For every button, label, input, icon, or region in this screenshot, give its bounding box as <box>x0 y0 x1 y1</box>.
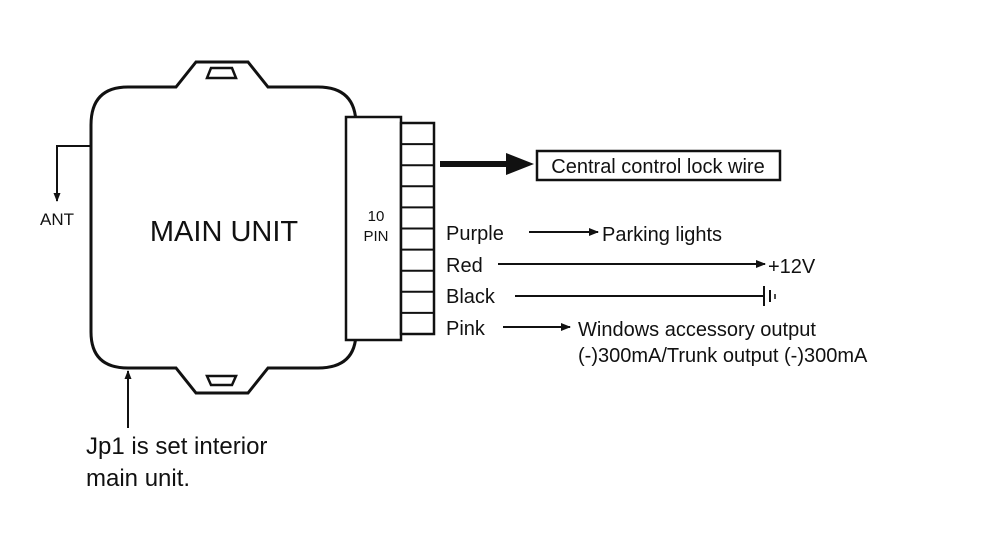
top-mount-slot <box>205 66 238 80</box>
connector-pin-dividers <box>401 143 434 314</box>
antenna-wire <box>53 145 91 202</box>
bottom-mount-slot <box>205 374 238 387</box>
lock-wire-arrow-head <box>506 153 534 175</box>
wire-pink-label: Pink <box>446 318 486 340</box>
ground-icon <box>763 286 776 306</box>
pin-count-label: 10 <box>368 208 385 225</box>
wire-pink-destination-line1: Windows accessory output <box>578 319 816 341</box>
pin-label: PIN <box>363 228 388 245</box>
wire-purple-label: Purple <box>446 223 504 245</box>
wire-black-label: Black <box>446 286 496 308</box>
jumper-note-line1: Jp1 is set interior <box>86 433 267 460</box>
lock-wire-label: Central control lock wire <box>551 156 764 178</box>
main-unit-housing <box>89 60 358 395</box>
wire-pink-destination-line2: (-)300mA/Trunk output (-)300mA <box>578 345 868 367</box>
jumper-note-line2: main unit. <box>86 465 190 492</box>
main-unit-label: MAIN UNIT <box>150 216 299 248</box>
antenna-label: ANT <box>40 210 74 229</box>
wire-red-label: Red <box>446 255 483 277</box>
lock-wire-box <box>535 149 782 182</box>
wire-purple-destination: Parking lights <box>602 224 722 246</box>
wire-red-destination: +12V <box>768 256 816 278</box>
